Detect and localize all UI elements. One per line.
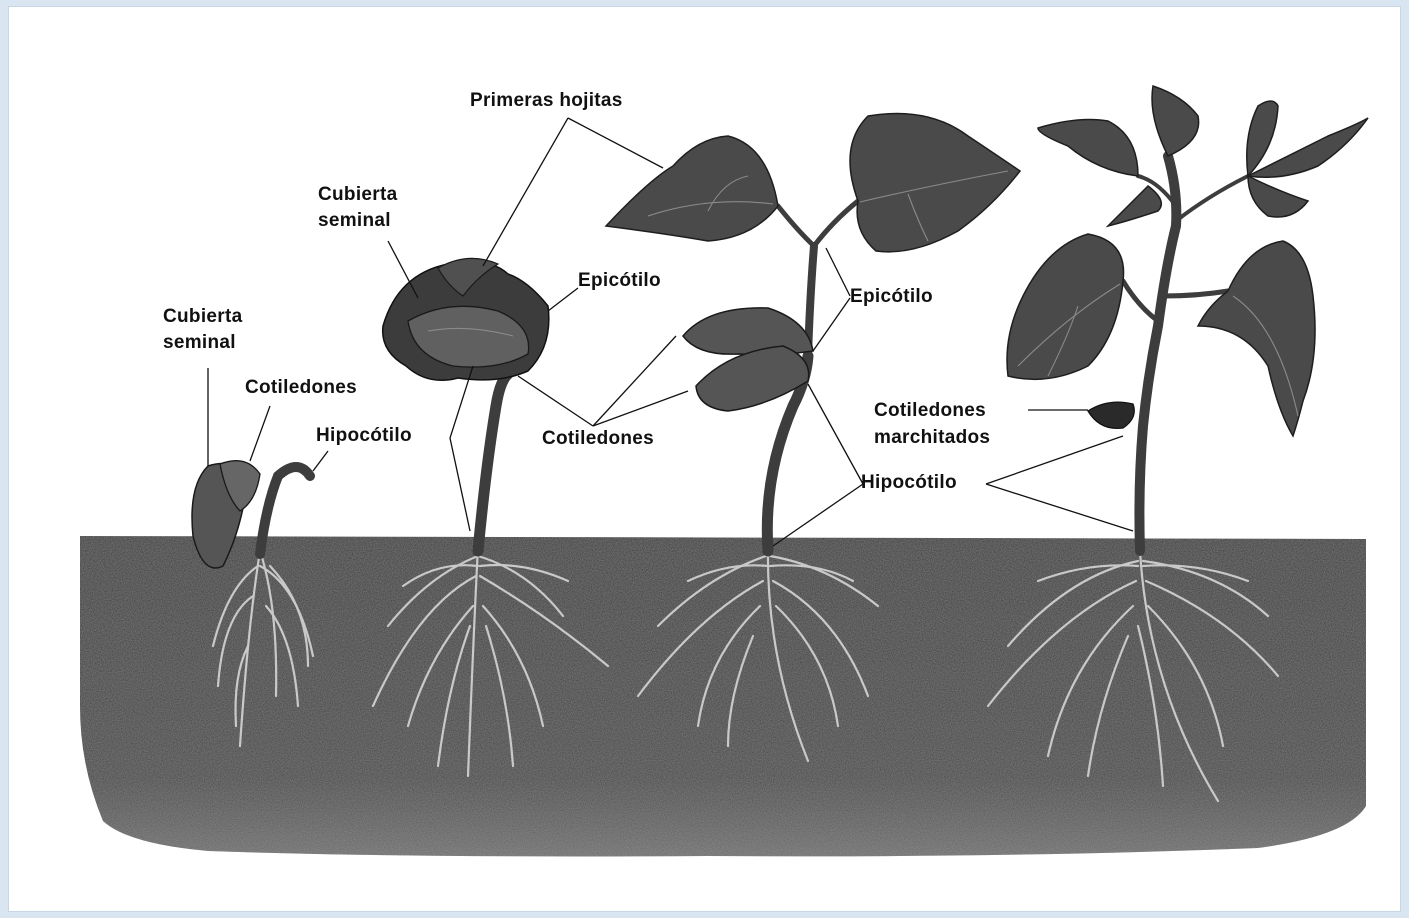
label-cotiledones-1: Cotiledones [245, 377, 357, 398]
label-hipocotilo-3: Hipocótilo [861, 472, 957, 493]
label-epicotilo-2: Epicótilo [578, 270, 661, 291]
label-cubierta-seminal-1-l1: Cubierta [163, 306, 243, 327]
germination-diagram: Primeras hojitas Cubierta seminal Epicót… [8, 6, 1401, 912]
leaflet-4b [1038, 120, 1138, 176]
label-cotiledones-marchitados-l2: marchitados [874, 427, 990, 448]
label-cubierta-seminal-2-l2: seminal [318, 210, 391, 231]
leaflet-4a [1152, 86, 1199, 156]
first-leaf-3b [850, 114, 1020, 252]
label-hipocotilo-1: Hipocótilo [316, 425, 412, 446]
label-cubierta-seminal-1-l2: seminal [163, 332, 236, 353]
label-epicotilo-3: Epicótilo [850, 286, 933, 307]
first-leaf-4b [1198, 241, 1315, 436]
leaflet-4f [1108, 186, 1161, 226]
withered-cotyledon-4 [1088, 402, 1134, 428]
hypocotyl-2 [478, 374, 508, 551]
diagram-frame: Primeras hojitas Cubierta seminal Epicót… [8, 6, 1401, 912]
label-cotiledones-marchitados-l1: Cotiledones [874, 400, 986, 421]
soil [80, 536, 1366, 856]
label-cubierta-seminal-2-l1: Cubierta [318, 184, 398, 205]
label-primeras-hojitas: Primeras hojitas [470, 90, 623, 111]
label-cotiledones-2: Cotiledones [542, 428, 654, 449]
first-leaf-4a [1007, 234, 1124, 379]
leaflet-4e [1248, 176, 1308, 217]
cotyledon-3a [683, 308, 813, 355]
